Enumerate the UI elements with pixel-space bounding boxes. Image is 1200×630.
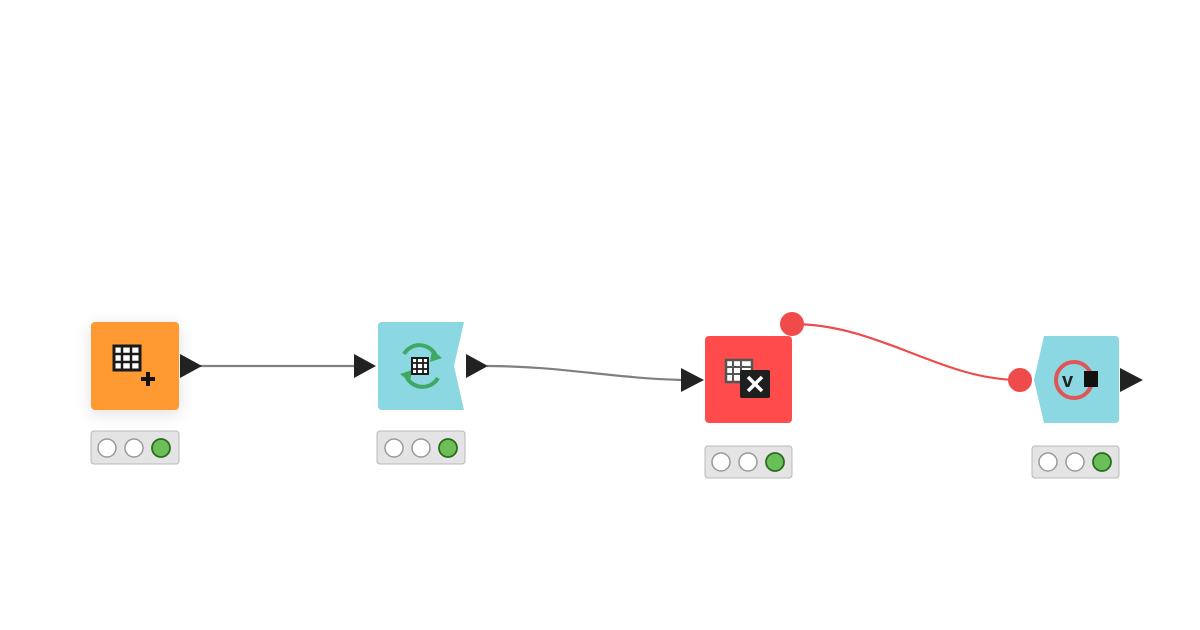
input-port[interactable]: [354, 354, 376, 378]
node-table-row-to-variable-loop[interactable]: [354, 322, 488, 410]
svg-text:v: v: [1062, 370, 1074, 392]
traffic-light: [1031, 445, 1120, 479]
status-light-inactive: [384, 438, 404, 458]
status-light-executed: [438, 438, 458, 458]
status-light-inactive: [738, 452, 758, 472]
node-table-creator[interactable]: [91, 322, 202, 410]
node-body[interactable]: [1034, 336, 1119, 423]
traffic-light: [704, 445, 793, 479]
status-light-inactive: [411, 438, 431, 458]
status-light-inactive: [97, 438, 117, 458]
status-light-inactive: [1038, 452, 1058, 472]
flow-variable-input-port[interactable]: [1008, 368, 1032, 392]
status-light-executed: [1092, 452, 1112, 472]
connection-loop-start-to-table-to-variable[interactable]: [486, 364, 683, 382]
traffic-light: [376, 430, 466, 465]
connection-flow-variable[interactable]: [791, 322, 1021, 382]
table-plus-icon: [112, 344, 155, 386]
input-port[interactable]: [681, 368, 704, 392]
status-light-executed: [151, 438, 171, 458]
output-port[interactable]: [180, 354, 202, 378]
output-port[interactable]: [1120, 368, 1143, 392]
flow-variable-output-port[interactable]: [780, 312, 804, 336]
output-port[interactable]: [466, 354, 488, 378]
status-light-inactive: [1065, 452, 1085, 472]
status-light-executed: [765, 452, 785, 472]
status-light-inactive: [124, 438, 144, 458]
traffic-light: [90, 430, 180, 465]
table-loop-icon: [400, 343, 442, 389]
table-x-icon: [724, 358, 770, 398]
variable-stop-icon: v: [1054, 360, 1098, 400]
node-table-to-variable[interactable]: [681, 312, 804, 423]
status-light-inactive: [711, 452, 731, 472]
node-variable-loop-end[interactable]: v: [1008, 336, 1143, 423]
